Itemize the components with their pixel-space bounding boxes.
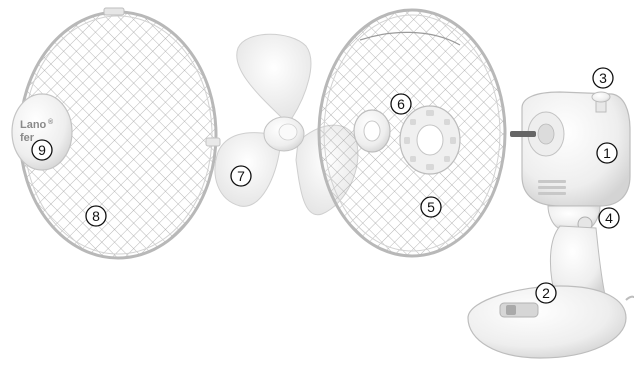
svg-text:9: 9 [38, 142, 46, 158]
svg-text:4: 4 [605, 210, 613, 226]
callout-5: 5 [421, 197, 441, 217]
svg-text:5: 5 [427, 199, 435, 215]
callout-4: 4 [599, 208, 619, 228]
rear-grille [319, 10, 505, 256]
callout-2: 2 [536, 283, 556, 303]
brand-logo-line2: fer [20, 132, 35, 144]
registered-mark: ® [48, 118, 54, 126]
rear-grille-mount-ring [400, 106, 460, 174]
power-cord [626, 297, 634, 300]
callout-8: 8 [86, 206, 106, 226]
grille-clip [104, 8, 124, 15]
grille-locking-nut [354, 110, 390, 152]
svg-text:2: 2 [542, 285, 550, 301]
svg-text:3: 3 [599, 70, 607, 86]
callout-3: 3 [593, 68, 613, 88]
svg-text:1: 1 [603, 145, 611, 161]
blade-hub-cap [279, 124, 297, 140]
svg-text:7: 7 [237, 168, 245, 184]
motor-shaft [510, 131, 536, 137]
brand-logo-line1: Lano [20, 119, 47, 131]
speed-switch [500, 303, 538, 317]
callout-9: 9 [32, 140, 52, 160]
svg-text:6: 6 [397, 96, 405, 112]
callout-6: 6 [391, 94, 411, 114]
callout-1: 1 [597, 143, 617, 163]
motor-vents [538, 180, 566, 195]
callout-7: 7 [231, 166, 251, 186]
svg-text:8: 8 [92, 208, 100, 224]
blade-hub-stub [206, 138, 220, 146]
switch-button [506, 305, 516, 315]
